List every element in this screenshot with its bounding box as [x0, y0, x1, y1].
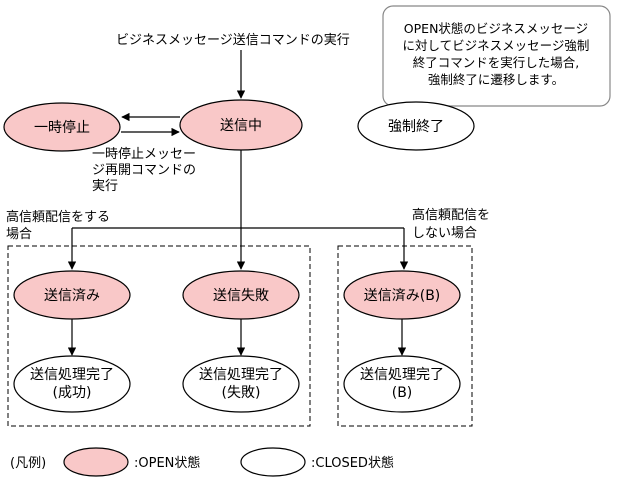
branch-reliable-line-1: 高信頼配信をする [6, 209, 110, 225]
send-command-label: ビジネスメッセージ送信コマンドの実行 [116, 32, 350, 48]
note-line-4: 強制終了に遷移します。 [428, 72, 564, 87]
state-sent-label: 送信済み [44, 288, 100, 304]
legend-open-label: :OPEN状態 [134, 455, 200, 471]
legend-title: (凡例) [10, 456, 46, 471]
group-reliable [7, 245, 311, 427]
note-line-2: に対してビジネスメッセージ強制 [403, 38, 590, 53]
resume-command-line-2: ジ再開コマンドの [92, 163, 196, 178]
state-force-end-label: 強制終了 [388, 119, 444, 135]
note-box [382, 5, 611, 107]
state-done-fail-line-2: (失敗) [222, 385, 261, 401]
legend-closed-label: :CLOSED状態 [311, 455, 394, 471]
state-sent-b-label: 送信済み(B) [364, 288, 441, 304]
state-suspended [3, 102, 121, 152]
group-unreliable [337, 245, 473, 427]
state-done-b [343, 355, 461, 413]
state-done-success-line-2: (成功) [53, 385, 92, 401]
branch-unreliable-line-2: しない場合 [412, 226, 477, 241]
state-done-success [13, 355, 131, 413]
legend-closed-swatch [240, 447, 306, 477]
state-done-success-line-1: 送信処理完了 [30, 367, 114, 383]
state-failed-label: 送信失敗 [213, 288, 269, 304]
state-force-end [357, 101, 475, 151]
resume-command-line-1: 一時停止メッセー [92, 146, 196, 162]
resume-command-line-3: 実行 [92, 178, 118, 194]
state-suspended-label: 一時停止 [34, 119, 90, 136]
state-done-fail-line-1: 送信処理完了 [199, 367, 283, 383]
branch-unreliable-line-1: 高信頼配信を [412, 207, 490, 223]
state-done-b-line-2: (B) [392, 385, 413, 401]
state-done-fail [182, 355, 300, 413]
branch-reliable-line-2: 場合 [6, 227, 32, 242]
legend-open-swatch [63, 447, 129, 477]
state-done-b-line-1: 送信処理完了 [360, 367, 444, 383]
note-line-3: 終了コマンドを実行した場合, [413, 55, 579, 70]
state-sending-label: 送信中 [220, 118, 262, 134]
note-line-1: OPEN状態のビジネスメッセージ [404, 21, 588, 36]
